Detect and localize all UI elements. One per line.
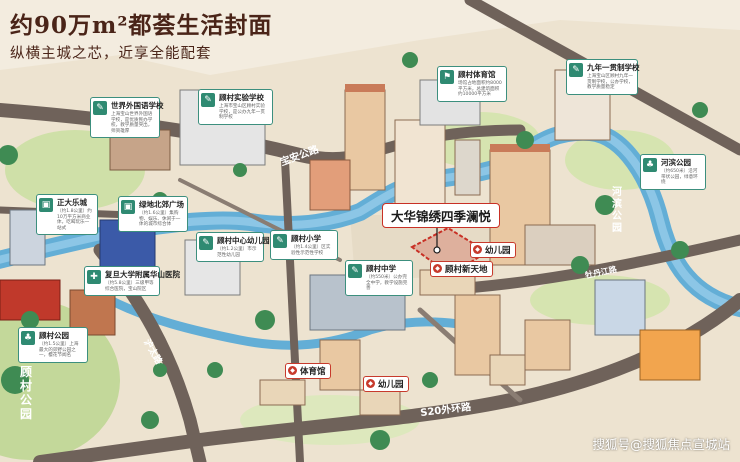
map-header: 约90万m²都荟生活封面 纵横主城之芯，近享全能配套 [10,6,272,63]
poi-kindergarten-2: ◆幼儿园 [363,376,409,392]
card-gucun-park: ♣ 顾村公园 （约1.5公里）上海最大的郊野公园之一，樱花节闻名 [18,327,88,363]
mall-icon: ◆ [433,264,442,273]
school-icon: ✎ [199,236,213,250]
card-zhengda-lecheng: ▣ 正大乐城 （约1.8公里）约10万平方米商业体，吃喝玩乐一站式 [36,194,98,236]
poi-gucun-xintiandi: ◆顾村新天地 [430,261,493,277]
card-gucun-kindergarten: ✎ 顾村中心幼儿园 （约1.2公里）市示范性幼儿园 [196,232,270,263]
watermark: 搜狐号@搜狐焦点宣城站 [592,437,730,452]
buildings [0,69,701,416]
project-label: 大华锦绣四季澜悦 [382,203,501,228]
school-icon: ✎ [569,63,583,77]
card-hebin-park: ♣ 河滨公园 （约650米）沿河带状公园，绿意环绕 [640,154,706,190]
kindergarten-icon: ◆ [473,245,482,254]
mall-icon: ▣ [121,200,135,214]
card-nine-year-school: ✎ 九年一贯制学校 上海宝山区顾村九年一贯制学校，公办学校，教学质量稳定 [566,59,640,95]
school-icon: ✎ [273,234,287,248]
card-gucun-stadium: ⚑ 顾村体育馆 场馆占地面积约8000平方米，总建筑面积约10000平方米 [437,66,507,102]
school-icon: ✎ [201,93,215,107]
school-icon: ✎ [93,101,107,115]
poi-kindergarten-1: ◆幼儿园 [470,242,516,258]
school-icon: ✎ [348,264,362,278]
hospital-icon: ✚ [87,270,101,284]
card-gucun-experimental-school: ✎ 顾村实验学校 上海市宝山区顾村实验学校，是公办九年一贯制学校 [198,89,273,125]
kindergarten-icon: ◆ [366,379,375,388]
park-label-gucun: 顾村公园 [20,365,33,421]
stadium-icon: ◆ [288,366,297,375]
park-icon: ♣ [643,158,657,172]
mall-icon: ▣ [39,198,53,212]
card-gucun-middle-school: ✎ 顾村中学 （约550米）公办完全中学，教学设施完善 [345,260,413,296]
card-gucun-primary: ✎ 顾村小学 （约1.4公里）区实验性示范性学校 [270,230,338,261]
poi-stadium: ◆体育馆 [285,363,331,379]
card-world-foreign-language-school: ✎ 世界外国语学校 上海宝山世界外国语学校，是优质民办学校，教学质量突出，师资雄… [90,97,164,139]
park-label-hebin: 河滨公园 [612,187,622,234]
page-subtitle: 纵横主城之芯，近享全能配套 [10,46,212,62]
stadium-icon: ⚑ [440,70,454,84]
page-title: 约90万m²都荟生活封面 [10,12,273,39]
card-lvdi-beijiao: ▣ 绿地北郊广场 （约1.6公里）集购物、娱乐、休闲于一体的城市综合体 [118,196,188,232]
park-icon: ♣ [21,331,35,345]
card-huashan-hospital: ✚ 复旦大学附属华山医院 （约5.8公里）三级甲等综合医院，宝山院区 [84,266,180,297]
